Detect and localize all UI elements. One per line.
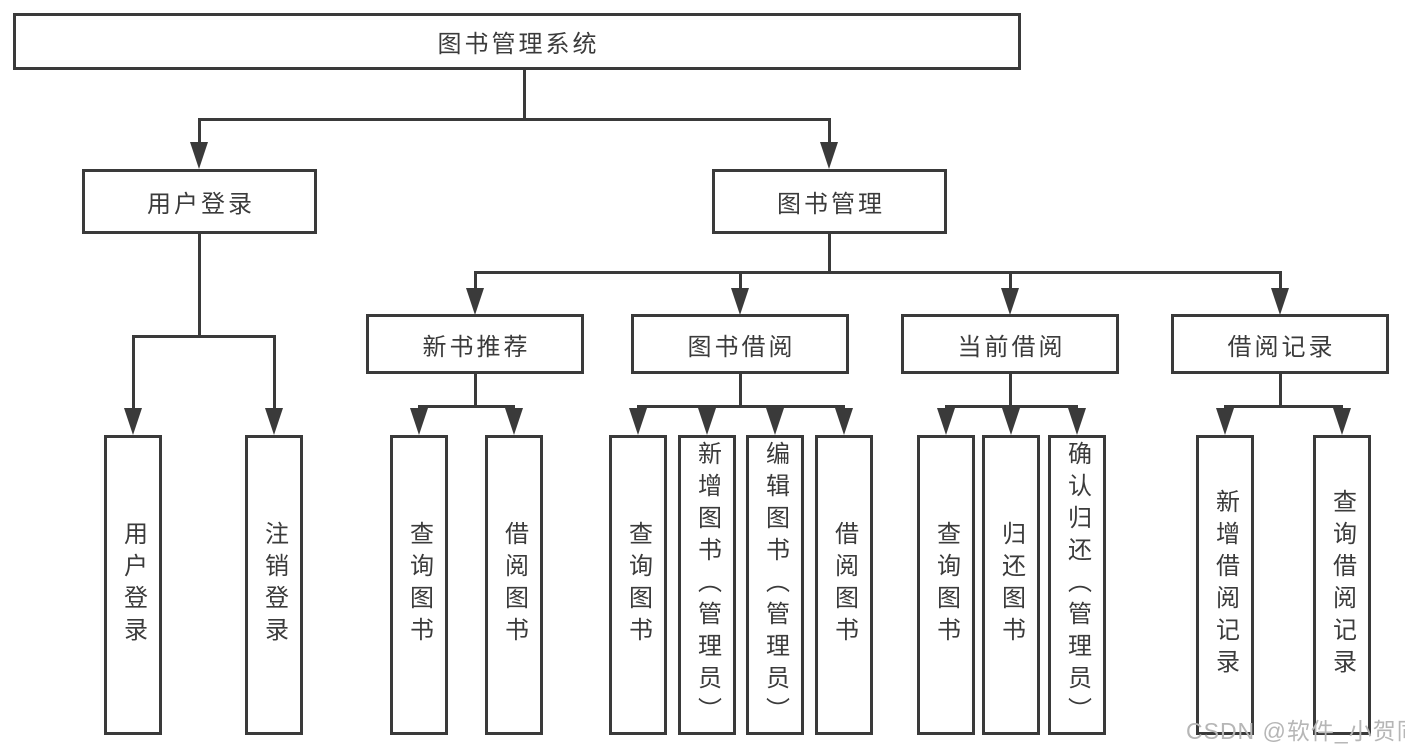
arrowhead-icon bbox=[731, 288, 749, 315]
arrowhead-icon bbox=[265, 408, 283, 435]
arrowhead-icon bbox=[1333, 408, 1351, 435]
node-current-borrowing: 当前借阅 bbox=[901, 314, 1119, 374]
node-new-book-recommend: 新书推荐 bbox=[366, 314, 584, 374]
arrowhead-icon bbox=[820, 142, 838, 169]
leaf-confirm-return-admin: 确认归还（管理员） bbox=[1048, 435, 1106, 735]
arrowhead-icon bbox=[835, 408, 853, 435]
node-label: 编辑图书（管理员） bbox=[761, 441, 789, 729]
node-label: 图书管理系统 bbox=[437, 31, 600, 58]
connector-line bbox=[132, 335, 135, 415]
node-label: 用户登录 bbox=[119, 521, 147, 649]
connector-line bbox=[198, 118, 201, 148]
node-root-system: 图书管理系统 bbox=[13, 13, 1021, 70]
arrowhead-icon bbox=[698, 408, 716, 435]
node-borrow-records: 借阅记录 bbox=[1171, 314, 1389, 374]
arrowhead-icon bbox=[1001, 288, 1019, 315]
leaf-borrow-books: 借阅图书 bbox=[815, 435, 873, 735]
leaf-return-books: 归还图书 bbox=[982, 435, 1040, 735]
node-book-management: 图书管理 bbox=[712, 169, 947, 234]
connector-line bbox=[273, 335, 276, 415]
leaf-add-borrow-record: 新增借阅记录 bbox=[1196, 435, 1254, 735]
connector-line bbox=[828, 118, 831, 148]
connector-line bbox=[523, 68, 526, 120]
arrowhead-icon bbox=[937, 408, 955, 435]
leaf-query-borrow-record: 查询借阅记录 bbox=[1313, 435, 1371, 735]
connector-line bbox=[1009, 372, 1012, 407]
node-label: 借阅记录 bbox=[1227, 333, 1336, 361]
connector-line bbox=[1279, 271, 1282, 291]
connector-line bbox=[474, 271, 1281, 274]
leaf-edit-books-admin: 编辑图书（管理员） bbox=[746, 435, 804, 735]
leaf-user-login: 用户登录 bbox=[104, 435, 162, 735]
connector-line bbox=[474, 372, 477, 407]
arrowhead-icon bbox=[1002, 408, 1020, 435]
arrowhead-icon bbox=[766, 408, 784, 435]
connector-line bbox=[1279, 372, 1282, 407]
arrowhead-icon bbox=[1068, 408, 1086, 435]
arrowhead-icon bbox=[629, 408, 647, 435]
node-label: 新增图书（管理员） bbox=[693, 441, 721, 729]
arrowhead-icon bbox=[410, 408, 428, 435]
node-label: 图书管理 bbox=[777, 191, 885, 218]
leaf-add-books-admin: 新增图书（管理员） bbox=[678, 435, 736, 735]
node-label: 图书借阅 bbox=[687, 333, 796, 361]
connector-line bbox=[637, 405, 845, 408]
node-label: 当前借阅 bbox=[957, 333, 1066, 361]
connector-line bbox=[945, 405, 1078, 408]
node-label: 查询图书 bbox=[405, 521, 433, 649]
node-label: 新书推荐 bbox=[422, 333, 531, 361]
connector-line bbox=[474, 271, 477, 291]
node-label: 借阅图书 bbox=[830, 521, 858, 649]
connector-line bbox=[1009, 271, 1012, 291]
arrowhead-icon bbox=[124, 408, 142, 435]
connector-line bbox=[1224, 405, 1343, 408]
connector-line bbox=[739, 372, 742, 407]
csdn-watermark: CSDN @软件_小贺同学 bbox=[1186, 718, 1405, 744]
leaf-query-books-current: 查询图书 bbox=[917, 435, 975, 735]
node-label: 归还图书 bbox=[997, 521, 1025, 649]
arrowhead-icon bbox=[1216, 408, 1234, 435]
arrowhead-icon bbox=[190, 142, 208, 169]
node-label: 借阅图书 bbox=[500, 521, 528, 649]
connector-line bbox=[828, 232, 831, 273]
arrowhead-icon bbox=[1271, 288, 1289, 315]
connector-line bbox=[132, 335, 275, 338]
leaf-query-books-recommend: 查询图书 bbox=[390, 435, 448, 735]
arrowhead-icon bbox=[466, 288, 484, 315]
connector-line bbox=[198, 118, 831, 121]
connector-line bbox=[739, 271, 742, 291]
arrowhead-icon bbox=[505, 408, 523, 435]
node-book-borrowing: 图书借阅 bbox=[631, 314, 849, 374]
node-label: 查询图书 bbox=[624, 521, 652, 649]
node-label: 新增借阅记录 bbox=[1211, 489, 1239, 681]
connector-line bbox=[198, 232, 201, 337]
leaf-query-books-borrowing: 查询图书 bbox=[609, 435, 667, 735]
leaf-borrow-books-recommend: 借阅图书 bbox=[485, 435, 543, 735]
node-label: 查询借阅记录 bbox=[1328, 489, 1356, 681]
node-label: 确认归还（管理员） bbox=[1063, 441, 1091, 729]
node-label: 注销登录 bbox=[260, 521, 288, 649]
node-label: 用户登录 bbox=[147, 191, 255, 218]
node-user-login: 用户登录 bbox=[82, 169, 317, 234]
node-label: 查询图书 bbox=[932, 521, 960, 649]
leaf-logout: 注销登录 bbox=[245, 435, 303, 735]
connector-line bbox=[418, 405, 515, 408]
